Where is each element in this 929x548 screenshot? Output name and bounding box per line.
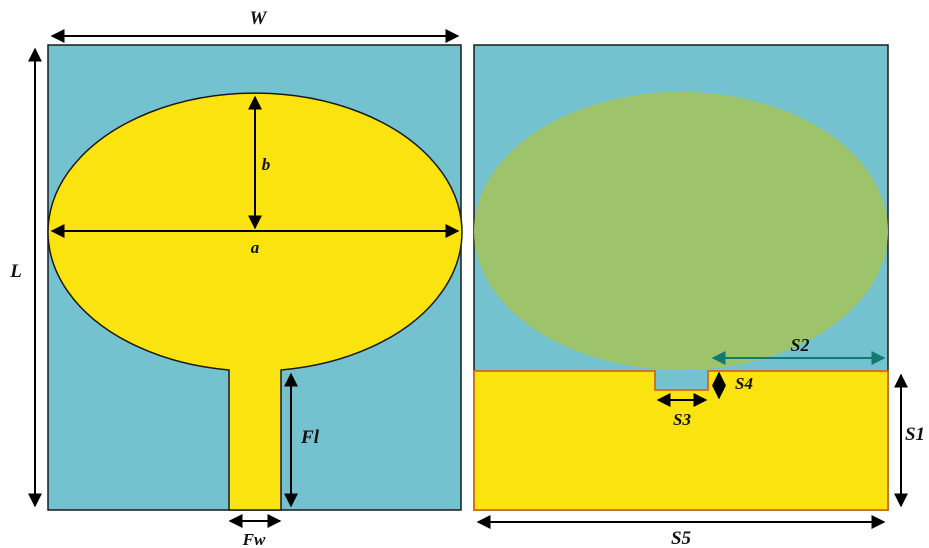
major-axis-label: a <box>251 238 260 257</box>
see-through-patch <box>474 92 888 370</box>
ground-plane <box>473 370 889 511</box>
feed-width-label: Fw <box>242 530 266 548</box>
s1-label: S1 <box>905 424 925 445</box>
s2-label: S2 <box>790 335 809 355</box>
width-dimension: W <box>50 8 460 43</box>
feed-length-dimension: Fl <box>284 372 320 508</box>
s3-label: S3 <box>673 410 691 429</box>
s5-label: S5 <box>671 528 692 548</box>
elliptical-patch <box>47 92 463 511</box>
feed-length-label: Fl <box>300 427 320 448</box>
back-view <box>473 44 889 511</box>
s4-dimension: S4 <box>712 371 753 400</box>
s2-dimension: S2 <box>711 335 886 365</box>
s1-dimension: S1 <box>894 373 925 508</box>
s5-dimension: S5 <box>476 515 886 548</box>
feed-width-dimension: Fw <box>228 514 282 548</box>
s4-label: S4 <box>735 374 753 393</box>
minor-axis-dimension: b <box>248 95 271 230</box>
major-axis-dimension: a <box>50 224 460 257</box>
minor-axis-label: b <box>262 155 271 174</box>
length-dimension: L <box>9 47 42 508</box>
width-label: W <box>250 8 268 29</box>
s3-dimension: S3 <box>656 393 708 429</box>
length-label: L <box>9 261 22 282</box>
